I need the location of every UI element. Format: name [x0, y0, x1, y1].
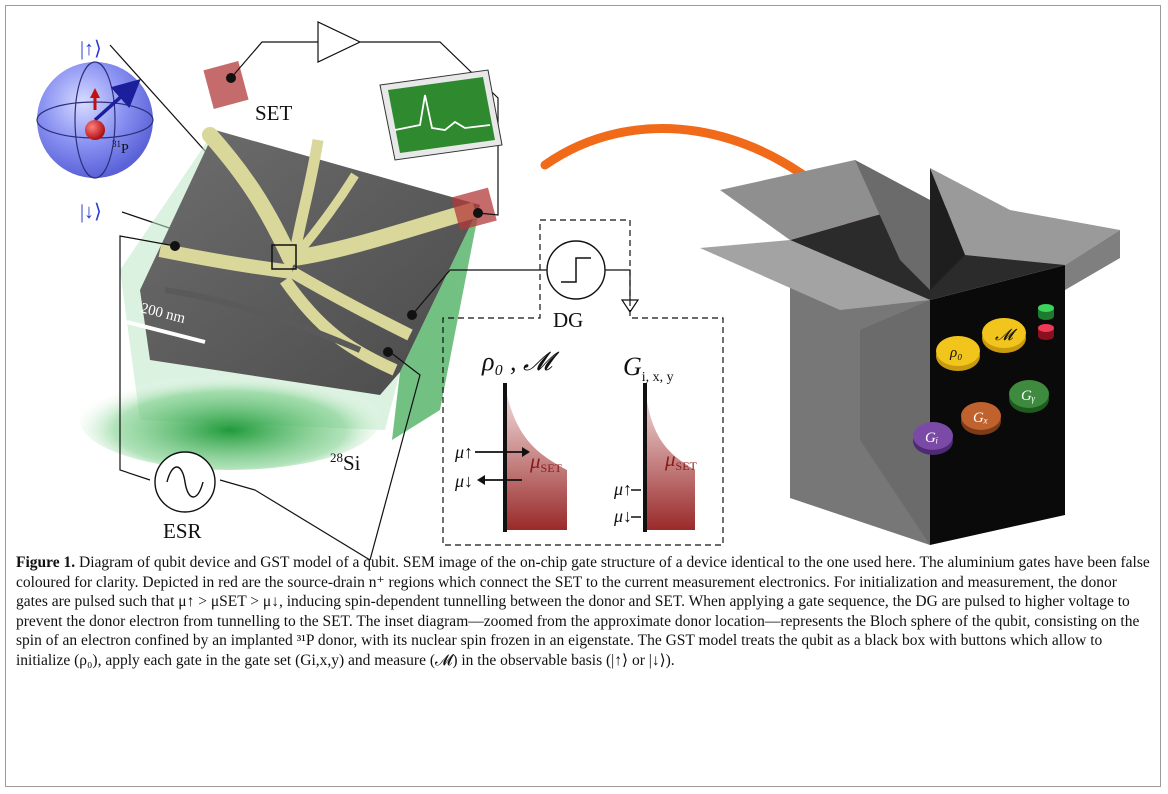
- si28-label: 28Si: [330, 450, 361, 475]
- caption-paragraph: Figure 1. Diagram of qubit device and GS…: [16, 553, 1151, 671]
- mu-up-label-right: μ↑: [613, 479, 632, 499]
- gi-button[interactable]: Gᵢ: [913, 422, 953, 455]
- ket-up-label: |↑⟩: [80, 38, 102, 60]
- mu-down-label-right: μ↓: [613, 506, 632, 526]
- caption-label: Figure 1.: [16, 554, 76, 571]
- dg-label: DG: [553, 308, 583, 332]
- measure-button[interactable]: 𝓜: [982, 318, 1026, 353]
- gy-button[interactable]: Gᵧ: [1009, 380, 1049, 413]
- figure-caption: Figure 1. Diagram of qubit device and GS…: [16, 553, 1151, 671]
- gx-button[interactable]: Gₓ: [961, 402, 1001, 435]
- sem-device-image: 200 nm: [80, 61, 497, 470]
- esr-label: ESR: [163, 519, 202, 543]
- rho0-button-label: ρ₀: [949, 345, 962, 361]
- dg-circuit: [407, 240, 640, 320]
- ket-down-label: |↓⟩: [80, 201, 102, 223]
- gx-button-label: Gₓ: [973, 410, 988, 426]
- gi-button-label: Gᵢ: [925, 430, 938, 446]
- energy-diagram-left: ρ₀ , 𝓜 μ↑ μ↓ μSET: [454, 347, 567, 532]
- mu-down-label-left: μ↓: [454, 471, 473, 491]
- mu-set-label-right: μSET: [664, 447, 698, 473]
- set-circuit: [226, 21, 503, 218]
- gy-button-label: Gᵧ: [1021, 388, 1036, 404]
- oscilloscope-icon: [379, 69, 503, 161]
- mu-up-label-left: μ↑: [454, 442, 473, 462]
- inset-right-title: Gi, x, y: [623, 352, 674, 385]
- mu-set-label-left: μSET: [529, 449, 563, 475]
- green-indicator: [1038, 304, 1054, 320]
- measure-button-label: 𝓜: [995, 327, 1018, 344]
- rho0-button[interactable]: ρ₀: [936, 336, 980, 371]
- caption-text: Diagram of qubit device and GST model of…: [16, 554, 1150, 669]
- set-label: SET: [255, 101, 293, 125]
- red-indicator: [1038, 324, 1054, 340]
- inset-dashed-box: [442, 219, 724, 546]
- energy-diagram-right: Gi, x, y μ↑ μ↓ μSET: [613, 352, 698, 532]
- box-buttons: ρ₀ 𝓜 Gᵢ Gₓ Gᵧ: [913, 304, 1054, 455]
- p31-label: 31P: [112, 139, 129, 157]
- inset-left-title: ρ₀ , 𝓜: [481, 347, 560, 376]
- esr-circuit: [119, 235, 421, 561]
- black-box: [700, 160, 1120, 545]
- bloch-sphere: 31P: [36, 61, 154, 179]
